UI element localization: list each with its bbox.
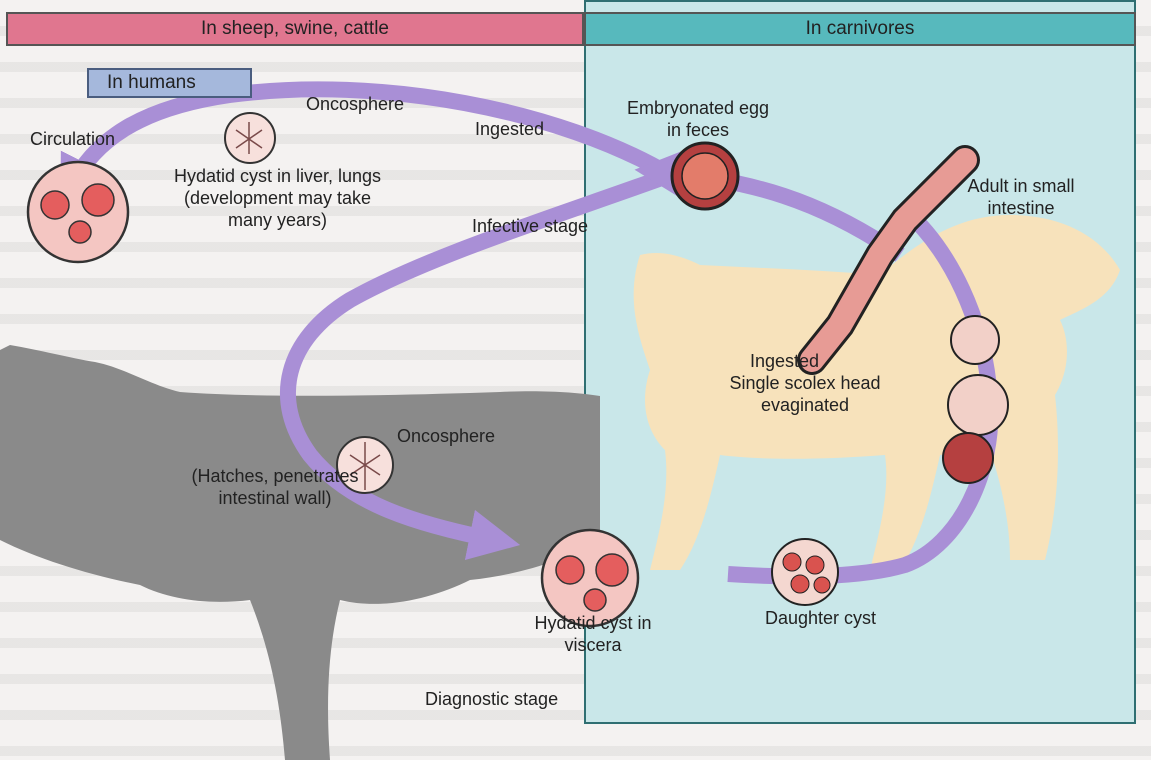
label-oncosphere-top: Oncosphere [306,93,404,115]
humans-tag: In humans [87,68,252,98]
protoscolex-icon [943,433,993,483]
label-hydatid-cyst-liver: Hydatid cyst in liver, lungs (developmen… [160,165,395,231]
label-oncosphere-mid: Oncosphere [397,425,495,447]
label-diagnostic-stage: Diagnostic stage [425,688,558,710]
label-infective-stage: Infective stage [472,215,588,237]
hydatid-cyst-liver-icon [28,162,128,262]
label-ingested-right: Ingested [750,350,819,372]
embryonated-egg-icon [672,143,738,209]
label-single-scolex: Single scolex head evaginated [700,372,910,416]
label-adult-intestine: Adult in small intestine [946,175,1096,219]
label-hatches: (Hatches, penetrates intestinal wall) [185,465,365,509]
label-ingested-top: Ingested [475,118,544,140]
label-circulation: Circulation [30,128,115,150]
label-embryonated-egg: Embryonated egg in feces [618,97,778,141]
label-daughter-cyst: Daughter cyst [765,607,876,629]
label-hydatid-cyst-viscera: Hydatid cyst in viscera [528,612,658,656]
oncosphere-top-icon [225,113,275,163]
daughter-cyst-icon [772,539,838,605]
